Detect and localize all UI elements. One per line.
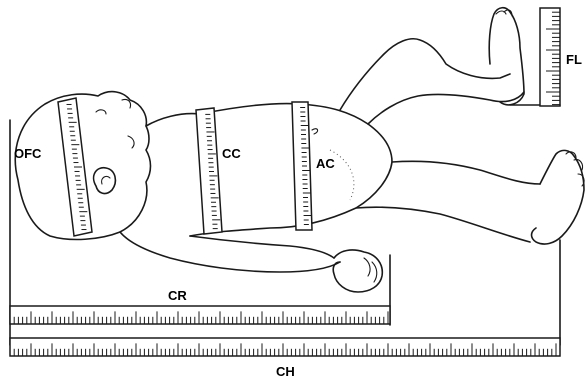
infant-hand bbox=[333, 250, 382, 292]
ofc-label: OFC bbox=[14, 146, 42, 161]
ac-label: AC bbox=[316, 156, 335, 171]
infant-torso bbox=[146, 104, 392, 236]
fl-label: FL bbox=[566, 52, 582, 67]
infant-upper-foot bbox=[489, 8, 524, 105]
fl-ruler bbox=[540, 8, 560, 106]
cr-label: CR bbox=[168, 288, 187, 303]
infant-arm bbox=[120, 232, 340, 272]
infant-ear bbox=[94, 168, 116, 194]
infant-nose bbox=[122, 99, 131, 108]
infant-eye bbox=[96, 110, 106, 114]
infant-navel bbox=[312, 129, 318, 134]
ch-ruler bbox=[10, 338, 560, 356]
infant-mouth bbox=[128, 136, 134, 148]
infant-lower-leg bbox=[392, 161, 540, 184]
ac-tape bbox=[292, 102, 312, 230]
cc-label: CC bbox=[222, 146, 241, 161]
ch-label: CH bbox=[276, 364, 295, 379]
ofc-tape bbox=[58, 98, 92, 236]
cc-tape bbox=[196, 108, 222, 234]
infant-lower-foot bbox=[532, 150, 585, 244]
cr-ruler bbox=[10, 306, 390, 324]
